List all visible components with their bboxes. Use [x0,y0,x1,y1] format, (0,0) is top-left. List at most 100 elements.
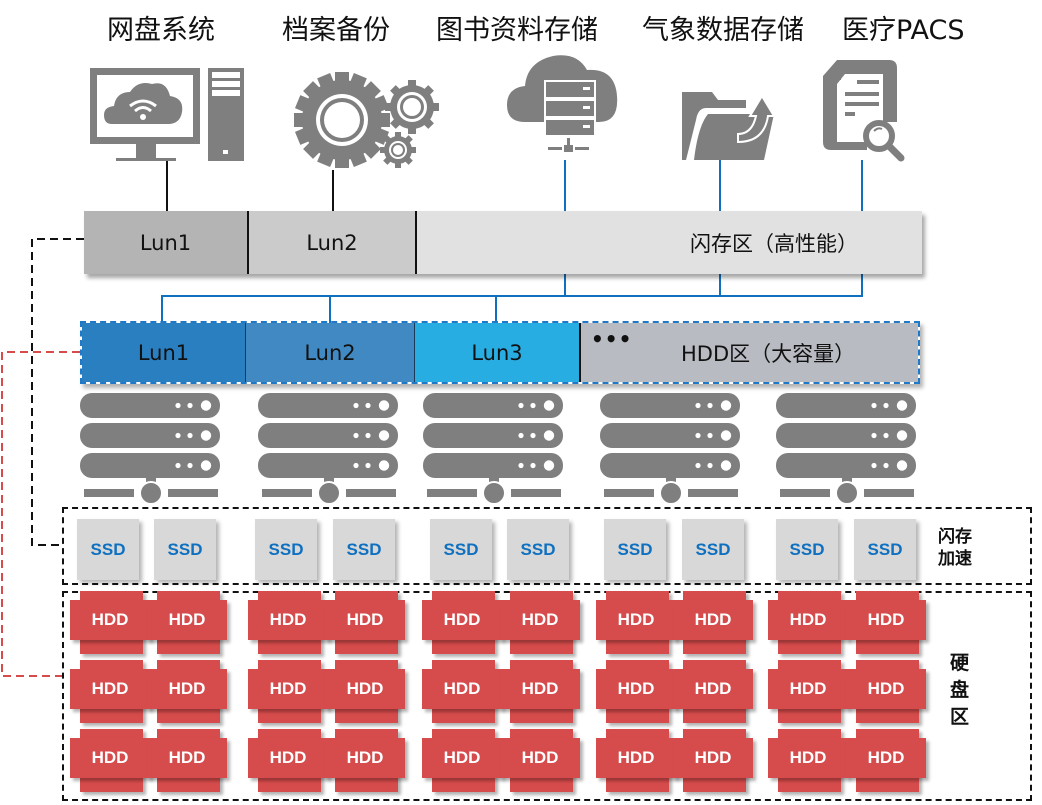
hdd-tile-shape [70,600,150,640]
link-lines [1,238,84,677]
connector-bus-hdd-lun2 [329,295,331,323]
hdd-tile[interactable]: HDD [325,660,405,723]
ssd-tile[interactable]: SSD [154,519,216,580]
document-search-icon [823,60,907,162]
hdd-tile-shape [248,600,328,640]
ssd-tile[interactable]: SSD [430,519,492,580]
hdd-tile-shape [846,738,926,778]
hdd-tile-label: HDD [867,610,905,629]
hdd-tile[interactable]: HDD [500,660,580,723]
hdd-tile[interactable]: HDD [768,591,848,654]
ssd-tile[interactable]: SSD [604,519,666,580]
hdd-tile[interactable]: HDD [422,729,502,792]
hdd-tile[interactable]: HDD [673,729,753,792]
hdd-tile[interactable]: HDD [596,729,676,792]
hdd-tile[interactable]: HDD [500,591,580,654]
hdd-tile-shape [768,600,848,640]
hdd-tile[interactable]: HDD [147,729,227,792]
ssd-tier-label-line2: 加速 [938,549,972,569]
hdd-tile[interactable]: HDD [596,591,676,654]
hdd-tile-shape [147,669,227,709]
ssd-tile[interactable]: SSD [854,519,916,580]
server-rack-icon [600,393,742,505]
hdd-tile[interactable]: HDD [846,591,926,654]
hdd-tile-shape [596,738,676,778]
hdd-tile[interactable]: HDD [673,591,753,654]
hdd-tile-label: HDD [269,748,307,767]
hdd-tile[interactable]: HDD [70,591,150,654]
hdd-tile-shape [846,669,926,709]
ssd-tile[interactable]: SSD [682,519,744,580]
hdd-tile-label: HDD [867,748,905,767]
hdd-tile[interactable]: HDD [768,729,848,792]
hdd-tile-label: HDD [91,610,129,629]
hdd-tile-shape [147,600,227,640]
server-rack-icon [423,393,565,505]
hdd-tile[interactable]: HDD [422,660,502,723]
hdd-tile-shape [248,669,328,709]
hdd-tile-shape [325,600,405,640]
ssd-tile[interactable]: SSD [507,519,569,580]
cloud-server-icon [505,50,625,162]
app-title-cloud-disk: 网盘系统 [107,15,215,46]
hdd-lun2[interactable]: Lun2 [246,323,415,382]
hdd-tile[interactable]: HDD [846,729,926,792]
hdd-tile[interactable]: HDD [147,591,227,654]
connector-bus-hdd-lun1 [161,295,163,323]
ssd-tile[interactable]: SSD [333,519,395,580]
hdd-tile-label: HDD [694,748,732,767]
hdd-tile-shape [768,669,848,709]
hdd-tile-label: HDD [789,679,827,698]
hdd-tile-shape [325,669,405,709]
hdd-tile-shape [500,738,580,778]
hdd-tile-label: HDD [443,610,481,629]
hdd-tile[interactable]: HDD [248,660,328,723]
hdd-tile-label: HDD [617,610,655,629]
hdd-tile-label: HDD [168,748,206,767]
hdd-tile-shape [147,738,227,778]
hdd-tile[interactable]: HDD [500,729,580,792]
hdd-tile[interactable]: HDD [147,660,227,723]
hdd-tile[interactable]: HDD [846,660,926,723]
hdd-tile[interactable]: HDD [325,729,405,792]
hdd-tile[interactable]: HDD [422,591,502,654]
hdd-tile-label: HDD [617,679,655,698]
hdd-lun-to-hdd-tier-link [1,351,80,677]
hdd-tile[interactable]: HDD [248,591,328,654]
ssd-tile[interactable]: SSD [255,519,317,580]
connector-bus-hdd-lun3 [495,295,497,323]
hdd-tile-shape [248,738,328,778]
hdd-tile-label: HDD [168,610,206,629]
ssd-tile[interactable]: SSD [776,519,838,580]
ssd-tier-label-line1: 闪存 [938,527,972,547]
hdd-lun3[interactable]: Lun3 [415,323,581,382]
hdd-tile-shape [70,738,150,778]
hdd-tile-shape [673,600,753,640]
server-rack-icon [80,393,222,505]
hdd-tile-label: HDD [443,748,481,767]
flash-lun2[interactable]: Lun2 [249,211,417,274]
ssd-tile[interactable]: SSD [77,519,139,580]
hdd-tile-shape [673,738,753,778]
hdd-tile-label: HDD [443,679,481,698]
hdd-tile-shape [325,738,405,778]
hdd-tile[interactable]: HDD [70,729,150,792]
hdd-tile[interactable]: HDD [596,660,676,723]
hdd-tile[interactable]: HDD [325,591,405,654]
hdd-tile-shape [500,600,580,640]
hdd-tile[interactable]: HDD [768,660,848,723]
hdd-tile-label: HDD [867,679,905,698]
hdd-tile-shape [673,669,753,709]
flash-lun1[interactable]: Lun1 [84,211,249,274]
hdd-tile-shape [596,600,676,640]
hdd-tile[interactable]: HDD [248,729,328,792]
ssd-tier-box [62,507,1032,585]
hdd-tier-label-line2: 盘 [950,679,970,701]
hdd-lun1[interactable]: Lun1 [82,323,246,382]
hdd-tile-label: HDD [91,748,129,767]
server-rack-icon [258,393,400,505]
hdd-zone-rest: ••• HDD区（大容量） [581,323,918,382]
hdd-tile-shape [422,669,502,709]
hdd-tile[interactable]: HDD [673,660,753,723]
hdd-tile[interactable]: HDD [70,660,150,723]
